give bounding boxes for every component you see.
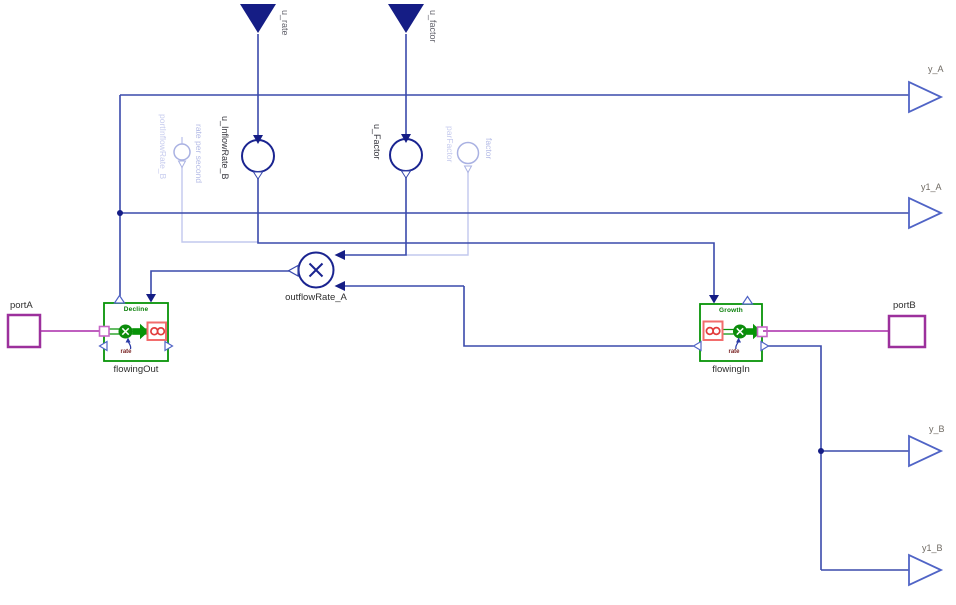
flowingin-rate-label: rate	[728, 349, 740, 355]
right-port-icon	[164, 340, 174, 352]
stock-output-port-icon	[741, 295, 754, 305]
input-connector-u-factor-icon[interactable]	[388, 4, 424, 33]
converter-u-inflowrate-b[interactable]	[241, 135, 275, 180]
flowingout-name-label: flowingOut	[113, 364, 159, 375]
disabled-connection-port-inflow-rate[interactable]	[181, 137, 258, 243]
arrowhead-out-icon	[400, 170, 412, 179]
port-a-label: portA	[10, 300, 33, 311]
port-b-label: portB	[893, 300, 916, 311]
infinity-symbol-icon	[712, 326, 721, 336]
arrowhead-into-multiply-bottom-icon	[334, 281, 345, 291]
output-label-y-b: y_B	[929, 424, 945, 434]
stock-output-port-icon	[113, 294, 126, 304]
flow-arrow-icon	[746, 323, 762, 340]
output-connector-y1-a-icon[interactable]	[908, 196, 944, 230]
junction-dot	[818, 448, 824, 454]
output-port-icon	[287, 264, 299, 278]
arrowhead-into-flowingin-icon	[709, 295, 719, 304]
output-label-y1-a: y1_A	[921, 182, 942, 192]
connection-stock-b-output-riser[interactable]	[768, 345, 822, 570]
right-port-icon	[760, 340, 770, 352]
flowingout-rate-label: rate	[120, 349, 132, 355]
input-connector-u-rate-icon[interactable]	[240, 4, 276, 33]
flowingin-type-label: Growth	[719, 307, 743, 314]
disabled-value-factor: factor	[484, 138, 494, 160]
output-label-y1-b: y1_B	[922, 543, 943, 553]
input-label-u-rate: u_rate	[280, 10, 290, 36]
flowingout-type-label: Decline	[123, 306, 149, 313]
disabled-value-rate-per-second: rate per second	[194, 124, 204, 184]
output-connector-y-a-icon[interactable]	[908, 80, 944, 114]
valve-x-icon	[736, 327, 744, 336]
flow-block-flowingin[interactable]	[692, 295, 770, 362]
output-connector-y1-b-icon[interactable]	[908, 553, 944, 587]
disabled-converter-port-inflow-rate-icon[interactable]	[173, 143, 191, 161]
left-port-icon	[98, 340, 108, 352]
disabled-arrowhead-down-icon	[177, 160, 187, 169]
port-b-icon[interactable]	[887, 314, 927, 349]
disabled-arrowhead-down-icon	[463, 165, 473, 174]
junction-dot	[117, 210, 123, 216]
arrowhead-in-icon	[253, 135, 263, 144]
multiply-operator-icon	[308, 262, 324, 278]
arrowhead-into-flowingout-icon	[146, 294, 156, 303]
connection-ufactor-to-multiply[interactable]	[345, 171, 407, 256]
infinity-symbol-icon	[156, 327, 166, 336]
arrowhead-into-multiply-top-icon	[334, 250, 345, 260]
flowingin-name-label: flowingIn	[712, 364, 750, 375]
port-a-icon[interactable]	[6, 313, 42, 349]
stock-port-square-icon	[98, 325, 110, 337]
valve-x-icon	[121, 327, 130, 336]
disabled-label-port-inflow-rate: portInflowRate_B	[158, 114, 168, 180]
left-port-icon	[692, 340, 702, 352]
rate-pointer-arrow-icon	[736, 337, 741, 343]
input-label-u-factor: u_factor	[428, 10, 438, 43]
flow-arrow-icon	[132, 323, 149, 340]
disabled-converter-par-factor-icon[interactable]	[456, 141, 480, 165]
disabled-connection-par-factor[interactable]	[406, 172, 469, 256]
multiply-label: outflowRate_A	[285, 292, 347, 303]
flow-block-flowingout[interactable]	[98, 294, 174, 362]
rate-pointer-arrow-icon	[125, 337, 131, 343]
output-connector-y-b-icon[interactable]	[908, 434, 944, 468]
converter-label-u-inflowrate-b: u_InflowRate_B	[220, 116, 230, 180]
multiply-block-outflowrate-a[interactable]	[287, 251, 335, 289]
connection-stock-b-feed[interactable]	[463, 286, 694, 347]
arrowhead-in-icon	[401, 134, 411, 143]
output-label-y-a: y_A	[928, 64, 944, 74]
disabled-label-par-factor: parFactor	[445, 126, 455, 163]
converter-u-factor[interactable]	[389, 134, 423, 179]
connection-inflowrate-to-flowingin[interactable]	[257, 172, 715, 296]
connection-multiply-to-flowingout-rate[interactable]	[150, 270, 289, 296]
arrowhead-out-icon	[252, 171, 264, 180]
converter-label-u-factor: u_Factor	[372, 124, 382, 160]
